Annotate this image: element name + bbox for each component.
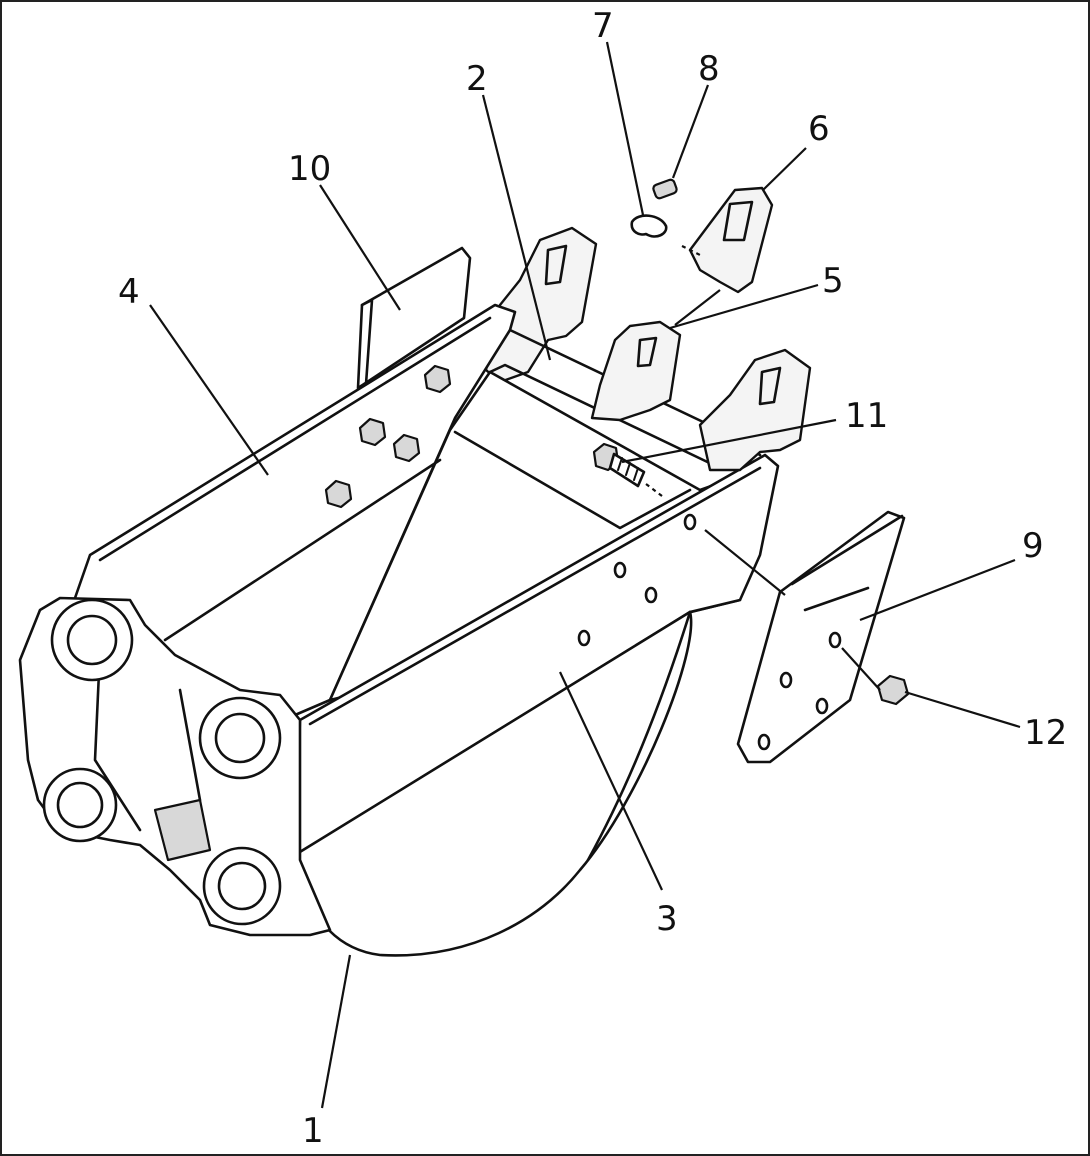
side-cutter-right	[736, 510, 906, 764]
nut-part12	[876, 674, 910, 706]
callout-11: 11	[845, 396, 888, 436]
callout-3: 3	[656, 899, 678, 939]
bucket-body	[73, 303, 780, 957]
callout-7: 7	[592, 6, 614, 46]
callout-2: 2	[466, 59, 488, 99]
callout-6: 6	[808, 109, 830, 149]
bolt-part11	[592, 442, 646, 488]
callout-labels: 1 2 3 4 5 6 7 8 9 10 11 12	[118, 6, 1067, 1151]
leader-lines	[149, 41, 1021, 1109]
callout-10: 10	[288, 149, 331, 189]
pin-boss-lower-right	[202, 846, 282, 926]
callout-8: 8	[698, 49, 720, 89]
callout-1: 1	[302, 1111, 324, 1151]
bucket-bottom-shell	[293, 610, 693, 957]
side-cutter-left	[356, 246, 472, 390]
callout-9: 9	[1022, 526, 1044, 566]
pin-boss-lower-left	[42, 767, 118, 843]
pin-boss-upper-left	[50, 598, 134, 682]
bucket-hinge-bosses	[18, 596, 332, 937]
side-plate-nuts	[324, 364, 452, 509]
tooth-lock-part7	[630, 214, 668, 238]
bucket-tooth-part6	[688, 186, 774, 294]
pin-boss-upper-right	[198, 696, 282, 780]
callout-5: 5	[822, 261, 844, 301]
callout-12: 12	[1024, 713, 1067, 753]
side-plate-bolt-holes	[577, 513, 697, 647]
callout-4: 4	[118, 272, 140, 312]
tooth-adapter-back	[484, 226, 598, 384]
tooth-adapter-right	[698, 348, 812, 472]
tooth-adapter-part5	[590, 320, 682, 422]
tooth-pin-part8	[652, 178, 678, 200]
